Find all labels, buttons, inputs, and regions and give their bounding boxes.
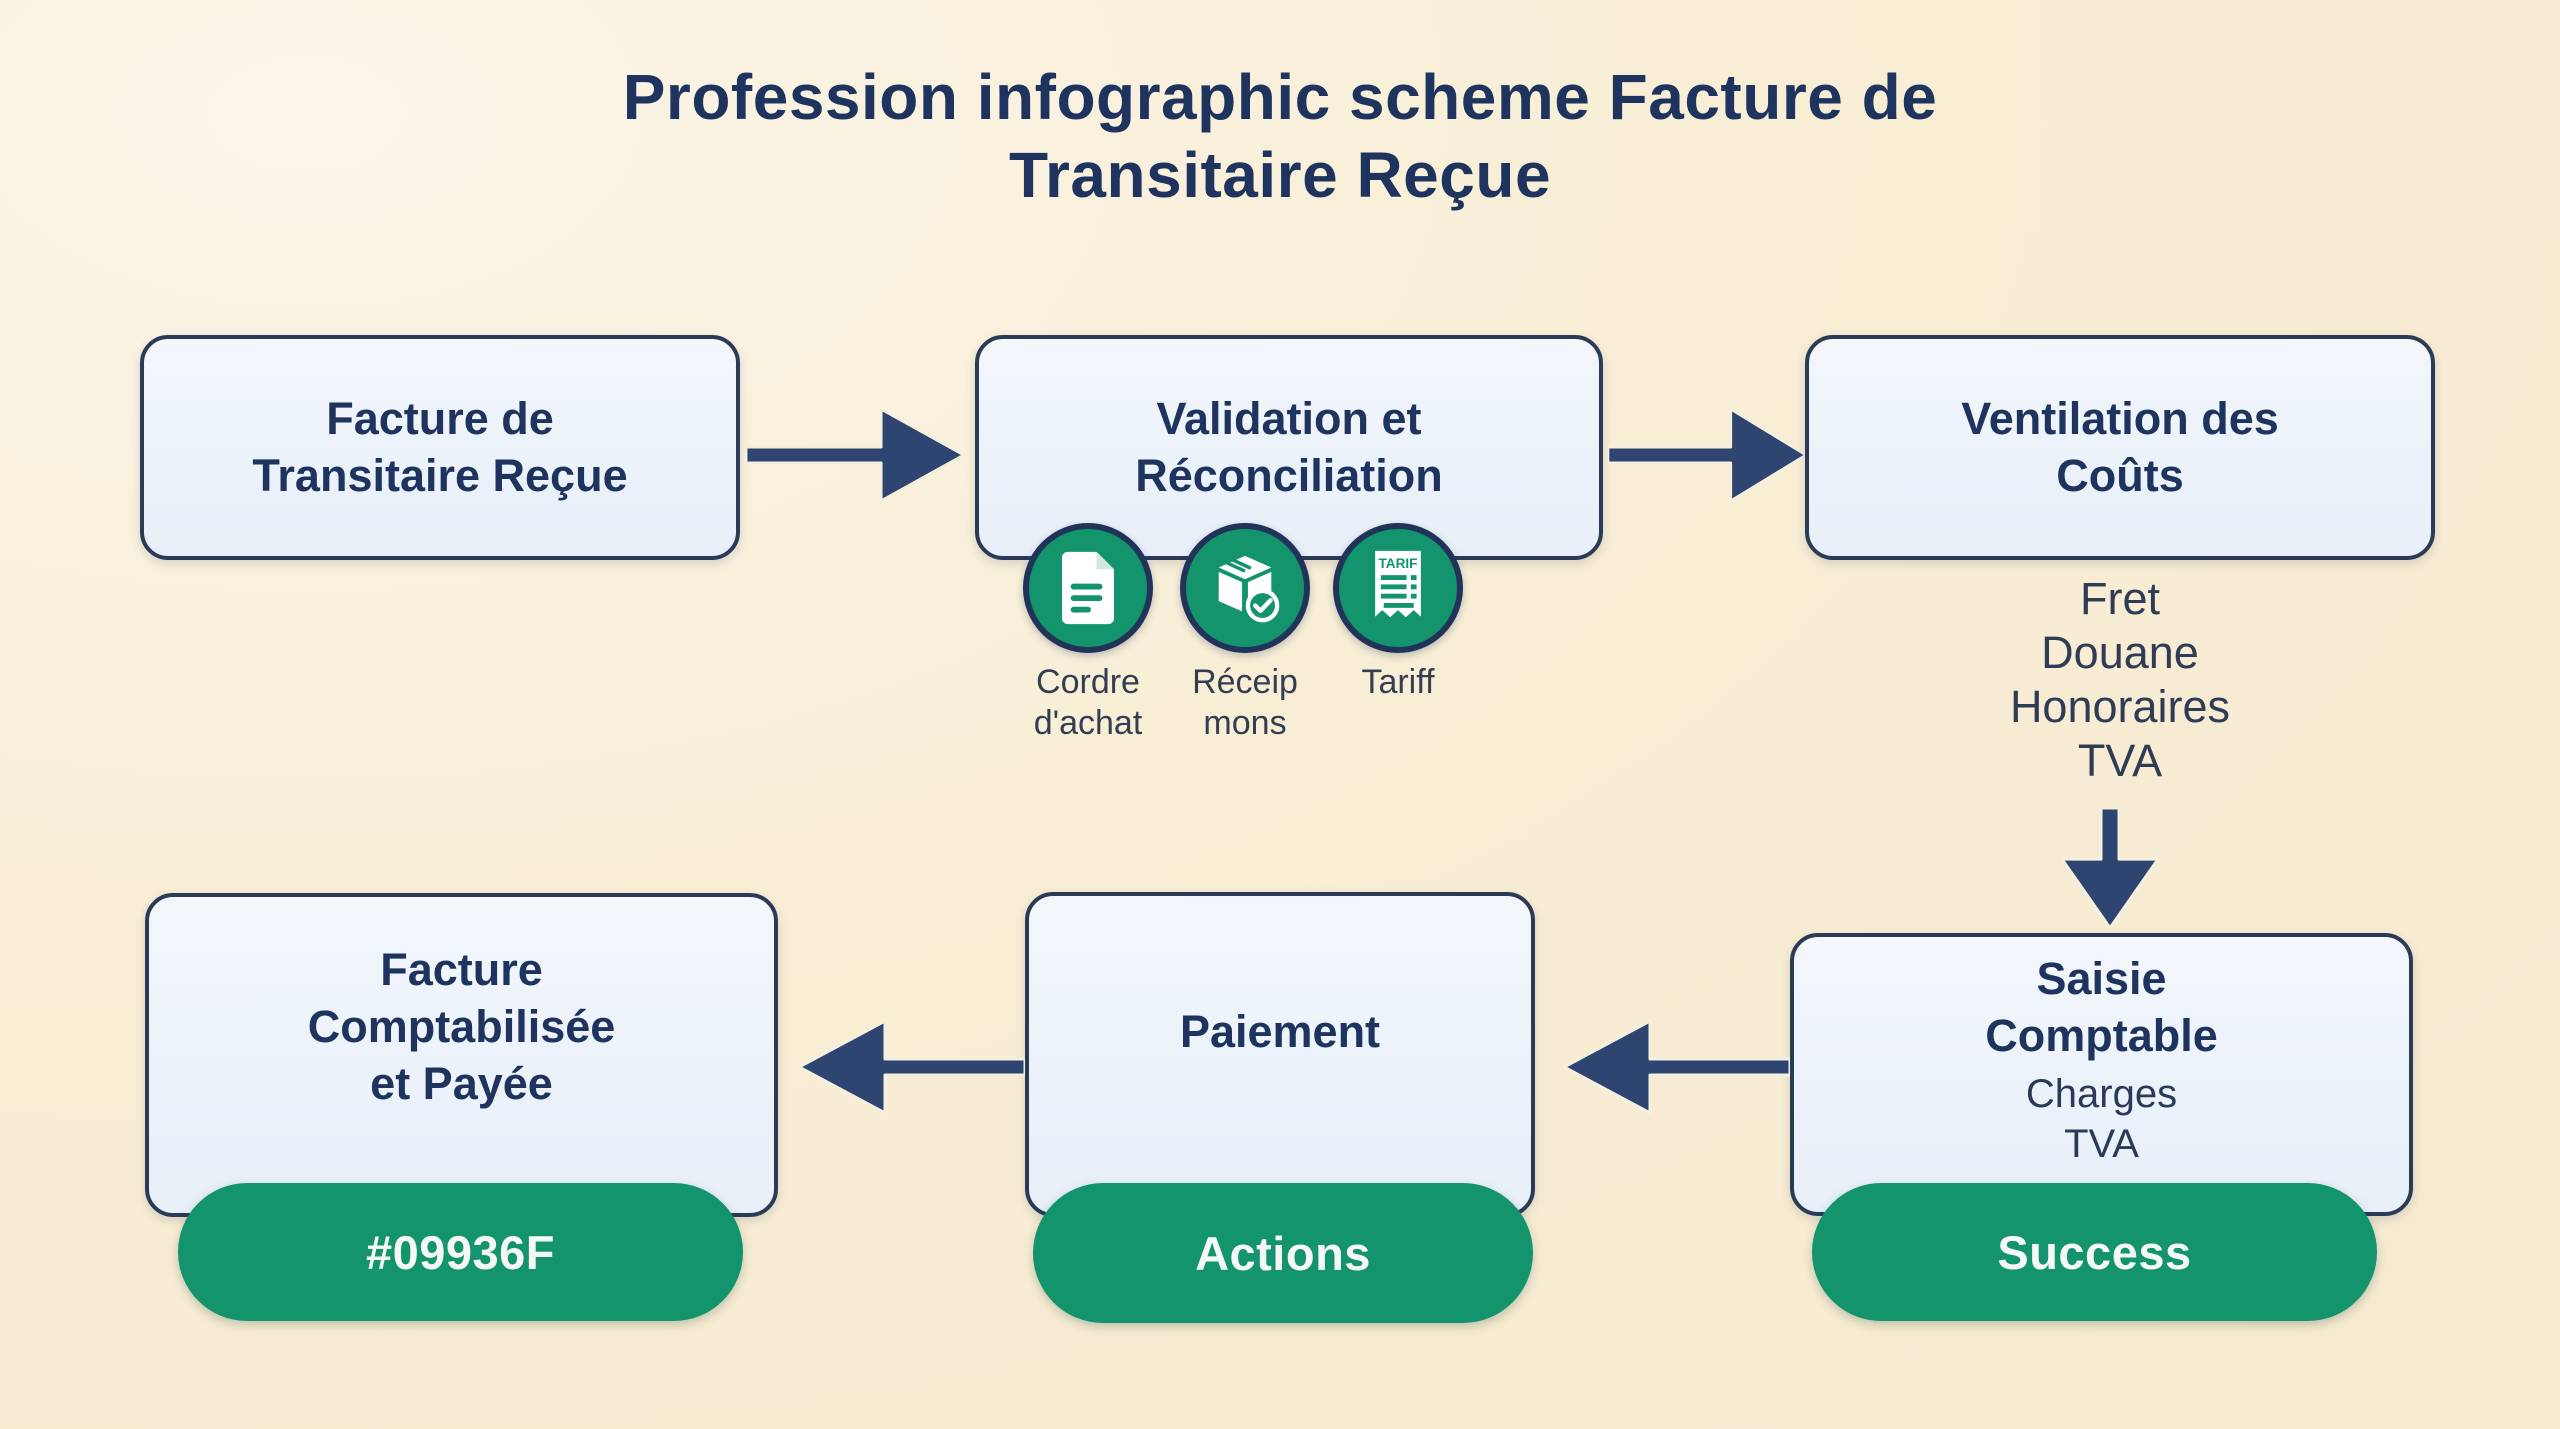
receipt-glyph: TARIF bbox=[1375, 550, 1421, 618]
package-glyph bbox=[1218, 555, 1280, 623]
step3-title-line-2: Coûts bbox=[2056, 449, 2184, 501]
step-box-validation-reconciliation: Validation et Réconciliation bbox=[975, 335, 1603, 560]
attachment-label-receip-mons: Réceip mons bbox=[1125, 662, 1365, 744]
step-title: Ventilation des Coûts bbox=[1961, 391, 2279, 504]
label-line: d'achat bbox=[1033, 703, 1143, 742]
step2-title-line-2: Réconciliation bbox=[1135, 449, 1443, 501]
arrow-left-step5-step6-icon bbox=[797, 1019, 1025, 1115]
breakdown-item-honoraires: Honoraires bbox=[2009, 681, 2231, 732]
step4-title-line-2: Comptable bbox=[1985, 1009, 2218, 1061]
page-title: Profession infographic scheme Facture de… bbox=[0, 58, 2560, 214]
step4-sub-lines: Charges TVA bbox=[2026, 1070, 2177, 1169]
label-line: mons bbox=[1203, 703, 1287, 742]
breakdown-item-tva: TVA bbox=[2077, 735, 2163, 786]
step-title: Facture Comptabilisée et Payée bbox=[308, 942, 616, 1112]
label-line: Réceip bbox=[1192, 663, 1298, 701]
step-box-saisie-comptable: Saisie Comptable Charges TVA bbox=[1790, 933, 2413, 1216]
step-title: Facture de Transitaire Reçue bbox=[252, 391, 627, 504]
purchase-order-document-icon bbox=[1023, 523, 1153, 653]
step6-title-line-2: Comptabilisée bbox=[307, 1001, 616, 1053]
status-badge-actions: Actions bbox=[1033, 1183, 1533, 1323]
arrow-right-step2-step3-icon bbox=[1608, 407, 1808, 503]
step4-title-line-1: Saisie bbox=[2036, 953, 2167, 1004]
attachment-label-cordre-dachat: Cordre d'achat bbox=[968, 662, 1208, 744]
step-box-ventilation-des-couts: Ventilation des Coûts bbox=[1805, 335, 2435, 560]
arrow-left-step4-step5-icon bbox=[1562, 1019, 1790, 1115]
label-line: Cordre bbox=[1036, 663, 1140, 701]
tarif-icon-text: TARIF bbox=[1379, 556, 1418, 571]
step1-title-line-2: Transitaire Reçue bbox=[252, 449, 628, 501]
status-badge-hex-code: #09936F bbox=[178, 1183, 743, 1321]
label-line: Tariff bbox=[1361, 663, 1435, 701]
step6-title-line-3: et Payée bbox=[370, 1057, 553, 1109]
page-title-line-2: Transitaire Reçue bbox=[1008, 139, 1552, 212]
step-box-facture-transitaire-recue: Facture de Transitaire Reçue bbox=[140, 335, 740, 560]
package-check-icon bbox=[1180, 523, 1310, 653]
step3-title-line-1: Ventilation des bbox=[1961, 392, 2279, 444]
status-badge-success: Success bbox=[1812, 1183, 2377, 1321]
arrow-right-step1-step2-icon bbox=[746, 407, 966, 503]
step-box-paiement: Paiement bbox=[1025, 892, 1535, 1217]
breakdown-item-douane: Douane bbox=[2041, 627, 2199, 678]
document-glyph bbox=[1062, 551, 1114, 625]
step1-title-line-1: Facture de bbox=[326, 392, 554, 444]
step4-sub-line-1: Charges bbox=[2025, 1072, 2178, 1117]
step-title: Validation et Réconciliation bbox=[1135, 391, 1443, 504]
step-title: Paiement bbox=[1179, 1005, 1381, 1057]
step4-sub-line-2: TVA bbox=[2064, 1121, 2139, 1166]
tariff-receipt-icon: TARIF bbox=[1333, 523, 1463, 653]
step-box-facture-comptabilisee-payee: Facture Comptabilisée et Payée bbox=[145, 893, 778, 1217]
arrow-down-step3-step4-icon bbox=[2062, 808, 2158, 928]
breakdown-item-fret: Fret bbox=[2079, 573, 2160, 624]
step2-title-line-1: Validation et bbox=[1156, 392, 1422, 444]
step-title: Saisie Comptable bbox=[1985, 951, 2218, 1064]
attachment-label-tariff: Tariff bbox=[1278, 662, 1518, 703]
cost-breakdown-list: Fret Douane Honoraires TVA bbox=[1870, 572, 2370, 788]
page-title-line-1: Profession infographic scheme Facture de bbox=[622, 61, 1938, 133]
step6-title-line-1: Facture bbox=[380, 944, 543, 996]
